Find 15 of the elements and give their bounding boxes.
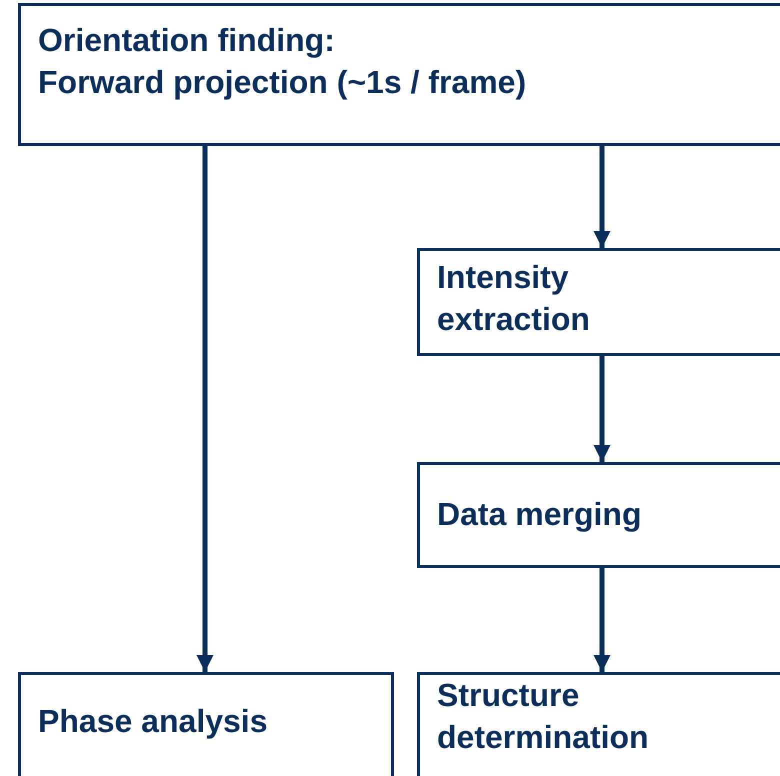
- box-label: Data merging: [437, 495, 642, 534]
- box-label: Orientation finding:: [38, 21, 336, 60]
- process-box: [417, 462, 780, 568]
- arrow: [594, 356, 610, 462]
- box-label: Structure determination: [437, 676, 650, 757]
- process-box: [18, 3, 780, 146]
- process-box: [18, 672, 394, 776]
- arrow: [594, 146, 610, 248]
- arrow: [594, 568, 610, 672]
- box-label: Forward projection (~1s / frame): [38, 62, 528, 102]
- box-label: Intensity extraction: [437, 258, 591, 339]
- process-box: [417, 248, 780, 356]
- box-label: Phase analysis: [38, 702, 268, 741]
- process-box: [417, 672, 780, 776]
- arrow: [196, 146, 214, 672]
